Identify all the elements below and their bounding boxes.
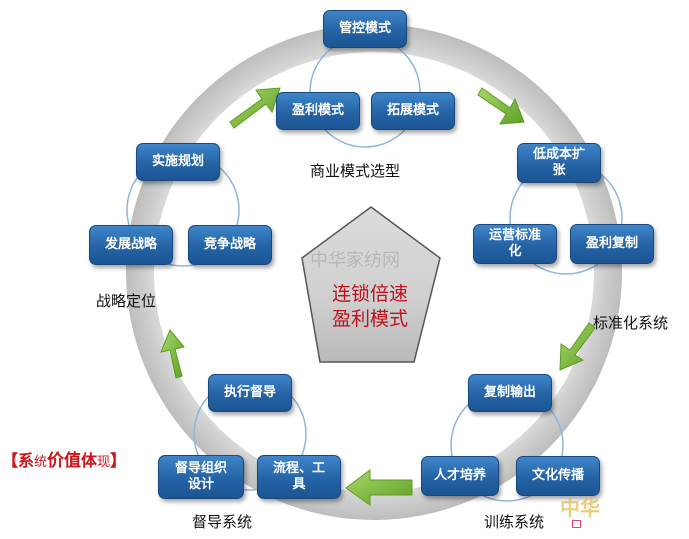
arrow-bottom [345,469,413,506]
box-supervision-design: 督导组织设计 [158,455,244,499]
green-arrows [160,87,596,506]
arrow-left [160,329,185,379]
label-business-model: 商业模式选型 [310,162,401,180]
tag-text-2: 统 [34,455,48,470]
box-expansion-mode: 拓展模式 [371,92,455,130]
box-competitive-strategy: 竞争战略 [188,225,272,265]
box-execution-supervision: 执行督导 [208,374,292,412]
corner-watermark: 中华 [560,496,600,520]
box-profit-mode: 盈利模式 [276,92,360,130]
box-talent-training: 人才培养 [421,456,499,496]
tag-bracket-close: 】 [110,451,127,470]
box-implementation-plan: 实施规划 [136,143,220,181]
arrow-right [559,322,596,371]
box-culture-spread: 文化传播 [516,456,600,496]
box-low-cost-expansion: 低成本扩张 [517,143,601,183]
box-development-strategy: 发展战略 [89,225,173,265]
tag-bracket-open: 【 [2,451,19,470]
box-operation-standard: 运营标准化 [473,224,557,264]
center-line-1: 连锁倍速 [331,283,408,305]
center-pentagon [301,206,441,363]
box-profit-copy: 盈利复制 [570,224,654,264]
box-process-tools: 流程、工具 [257,455,341,499]
tag-text-4: 体 [81,451,98,470]
box-copy-output: 复制输出 [468,374,552,412]
arrow-top-right [477,87,525,125]
system-value-tag: 【系统价值体现】 [2,446,126,471]
tag-text-3: 价值 [47,451,82,471]
box-control-mode: 管控模式 [323,10,407,48]
small-pink-square [572,520,581,528]
center-title: 连锁倍速 盈利模式 [300,282,440,332]
label-strategic-positioning: 战略定位 [96,292,157,310]
tag-text-5: 现 [97,455,111,470]
label-training-system: 训练系统 [484,513,545,531]
tag-text-1: 系 [18,451,35,470]
center-line-2: 盈利模式 [331,308,408,330]
label-standardization: 标准化系统 [593,314,669,332]
watermark-text: 中华家纺网 [310,250,400,271]
label-supervision-system: 督导系统 [192,513,253,531]
